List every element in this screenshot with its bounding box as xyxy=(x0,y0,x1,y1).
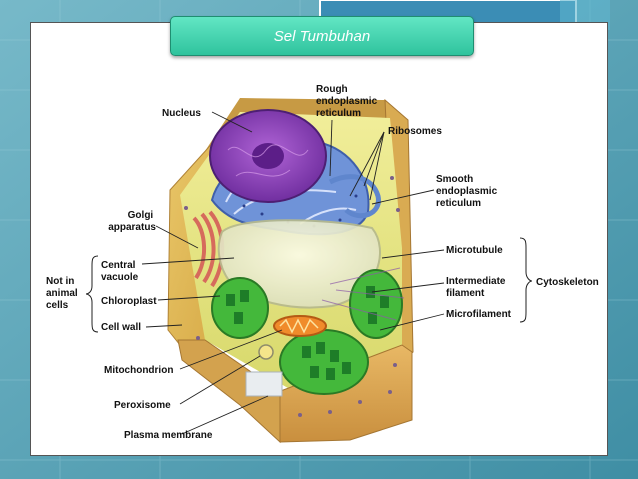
cell-wall-bottom xyxy=(177,339,281,444)
label-cytoskeleton: Cytoskeleton xyxy=(536,277,599,288)
label-chloroplast: Chloroplast xyxy=(101,296,157,307)
smooth-er xyxy=(328,174,381,219)
label-peroxisome: Peroxisome xyxy=(114,400,171,411)
plasma-membrane xyxy=(245,371,283,397)
mitochondrion xyxy=(273,315,327,337)
label-plasma-membrane: Plasma membrane xyxy=(124,430,213,441)
label-microtubule: Microtubule xyxy=(446,245,503,256)
label-rough-er: Rough endoplasmic reticulum xyxy=(316,84,380,119)
chloroplast xyxy=(211,269,403,395)
label-microfilament: Microfilament xyxy=(446,309,512,320)
cytoskeleton-brace xyxy=(519,237,533,323)
label-golgi: Golgi apparatus xyxy=(108,210,156,233)
label-not-in-animal-cells: Not in animal cells xyxy=(46,276,80,311)
label-nucleus: Nucleus xyxy=(162,108,201,119)
label-intermediate-filament: Intermediate filament xyxy=(446,276,508,299)
not-in-animal-cells-brace xyxy=(85,255,99,333)
label-mitochondrion: Mitochondrion xyxy=(104,365,173,376)
label-central-vacuole: Central vacuole xyxy=(101,260,139,283)
label-ribosomes: Ribosomes xyxy=(388,126,442,137)
slide-title: Sel Tumbuhan xyxy=(170,16,474,56)
peroxisome xyxy=(258,344,274,360)
label-smooth-er: Smooth endoplasmic reticulum xyxy=(436,174,500,209)
label-cell-wall: Cell wall xyxy=(101,322,141,333)
